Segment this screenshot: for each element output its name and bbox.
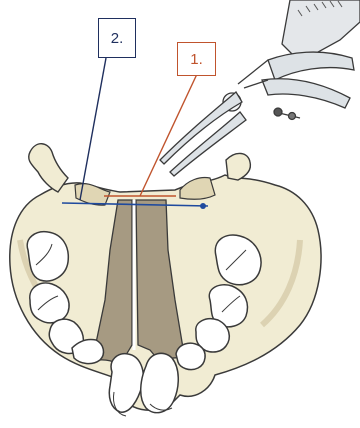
label-1: 1. (177, 42, 216, 76)
label-2: 2. (98, 18, 136, 58)
measurement-line-2 (80, 58, 106, 200)
measurement-endpoint (200, 203, 206, 209)
